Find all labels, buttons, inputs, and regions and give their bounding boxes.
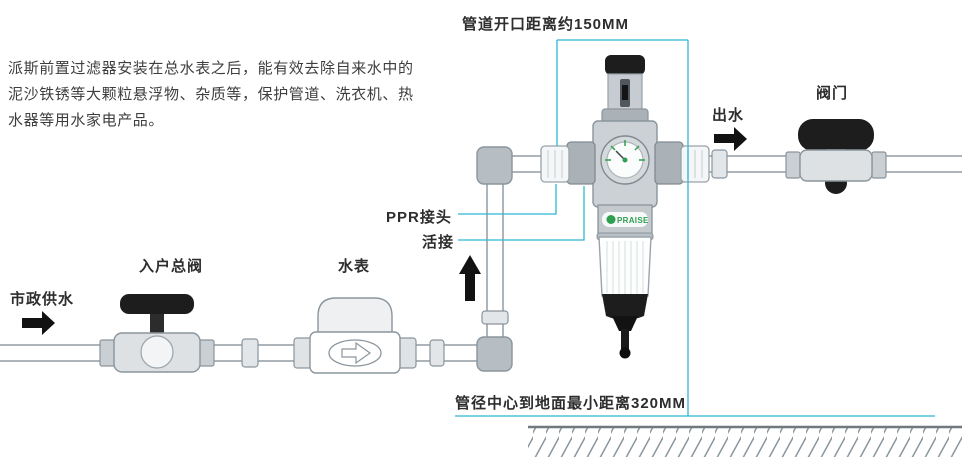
label-valve: 阀门	[816, 85, 849, 102]
intro-text: 派斯前置过滤器安装在总水表之后，能有效去除自来水中的泥沙铁锈等大颗粒悬浮物、杂质…	[8, 60, 414, 129]
brand-logo: PRAISE	[602, 212, 649, 227]
ground-hatching	[528, 425, 962, 457]
elbow-bottom	[476, 336, 513, 372]
meter-flow-arrow-icon	[341, 341, 372, 365]
outlet-valve-graphic	[785, 119, 887, 194]
elbow-top	[476, 146, 513, 185]
riser-pipe	[481, 155, 546, 351]
label-ppr-joint: PPR接头	[386, 209, 452, 226]
outlet-arrow-icon	[714, 127, 747, 151]
main-valve-graphic	[99, 294, 215, 373]
measurement-lines	[455, 39, 935, 417]
label-water-meter: 水表	[338, 258, 371, 275]
brand-logo-text: PRAISE	[617, 216, 649, 225]
filter-unit-graphic: PRAISE	[540, 55, 728, 359]
flow-arrow-right-icon	[22, 311, 55, 335]
label-pipe-opening-distance: 管道开口距离约150MM	[462, 16, 630, 33]
label-municipal-supply: 市政供水	[10, 291, 75, 308]
flow-arrow-up-icon	[459, 255, 481, 301]
label-ground-clearance: 管径中心到地面最小距离320MM	[455, 395, 687, 412]
label-household-main-valve: 入户总阀	[139, 258, 204, 275]
water-meter-graphic	[293, 297, 445, 374]
label-union: 活接	[422, 234, 455, 251]
label-water-outlet: 出水	[712, 107, 745, 124]
brand-logo-icon	[606, 215, 616, 224]
pressure-gauge	[600, 135, 650, 185]
pipe-union-nut	[241, 338, 259, 368]
